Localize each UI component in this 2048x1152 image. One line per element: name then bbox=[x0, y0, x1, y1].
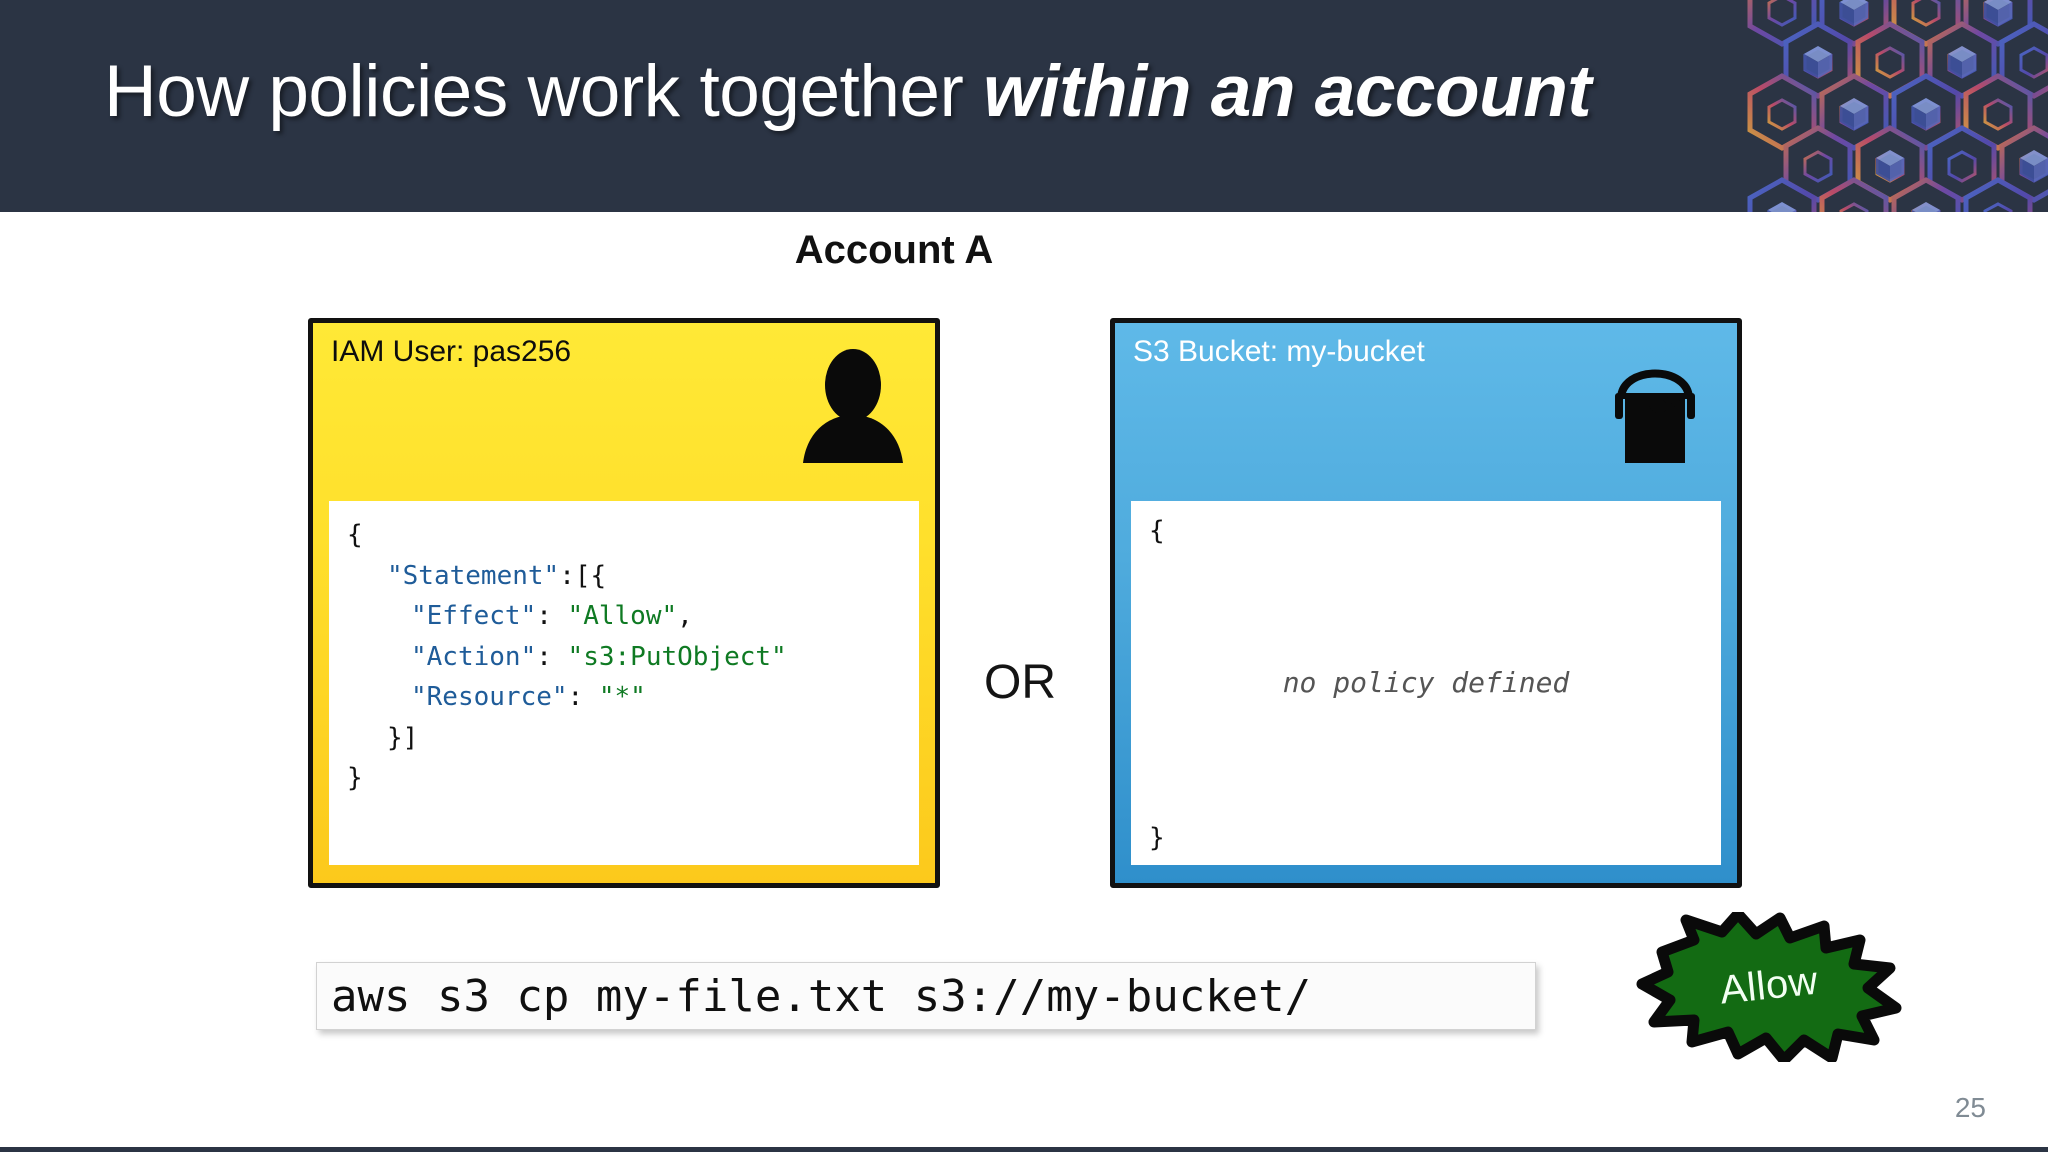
account-heading-label: Account A bbox=[794, 228, 994, 272]
hex-cube-pattern-decoration bbox=[1628, 0, 2048, 212]
account-heading: Account A bbox=[0, 228, 2048, 273]
json-line-7: } bbox=[347, 763, 363, 794]
s3-bucket-policy-json: { no policy defined } bbox=[1131, 501, 1721, 865]
footer-rule bbox=[0, 1147, 2048, 1152]
page-number: 25 bbox=[1954, 1092, 1986, 1123]
iam-user-card-label: IAM User: pas256 bbox=[331, 335, 572, 368]
s3-bucket-card: S3 Bucket: my-bucket { no policy defined… bbox=[1110, 318, 1742, 888]
slide-header: How policies work together within an acc… bbox=[0, 0, 2048, 212]
json-key-resource: "Resource" bbox=[411, 682, 568, 713]
s3-policy-close-brace: } bbox=[1149, 823, 1165, 854]
json-key-statement: "Statement" bbox=[387, 560, 560, 591]
s3-policy-empty-note: no policy defined bbox=[1282, 666, 1570, 700]
or-connector: OR bbox=[984, 656, 1056, 709]
page-title-emphasis: within an account bbox=[983, 51, 1592, 132]
json-line-6: }] bbox=[387, 722, 419, 753]
json-value-action: "s3:PutObject" bbox=[567, 641, 787, 672]
json-sep-5: : bbox=[567, 682, 599, 713]
json-line-1: { bbox=[347, 520, 363, 550]
page-title: How policies work together within an acc… bbox=[104, 50, 1592, 133]
s3-policy-open-brace: { bbox=[1149, 516, 1165, 546]
json-sep-4: : bbox=[536, 641, 568, 672]
json-key-action: "Action" bbox=[411, 641, 537, 672]
json-punct-2: :[{ bbox=[559, 560, 607, 591]
json-value-resource: "*" bbox=[598, 682, 646, 713]
json-sep-3: : bbox=[536, 601, 568, 632]
cli-command-text: aws s3 cp my-file.txt s3://my-bucket/ bbox=[331, 970, 1312, 1022]
json-key-effect: "Effect" bbox=[411, 601, 537, 632]
iam-user-card: IAM User: pas256 { "Statement":[{ "Effec… bbox=[308, 318, 940, 888]
iam-user-policy-json: { "Statement":[{ "Effect": "Allow", "Act… bbox=[329, 501, 919, 865]
json-punct-3: , bbox=[677, 601, 693, 632]
person-silhouette-icon bbox=[803, 349, 903, 463]
cli-command-bar[interactable]: aws s3 cp my-file.txt s3://my-bucket/ bbox=[316, 962, 1536, 1030]
s3-bucket-card-label: S3 Bucket: my-bucket bbox=[1133, 335, 1425, 368]
paint-bucket-icon bbox=[1615, 369, 1695, 463]
json-value-effect: "Allow" bbox=[567, 601, 678, 632]
page-title-main: How policies work together bbox=[104, 51, 984, 132]
starburst-shape bbox=[1636, 912, 1902, 1062]
result-badge-allow: Allow bbox=[1634, 912, 1904, 1062]
